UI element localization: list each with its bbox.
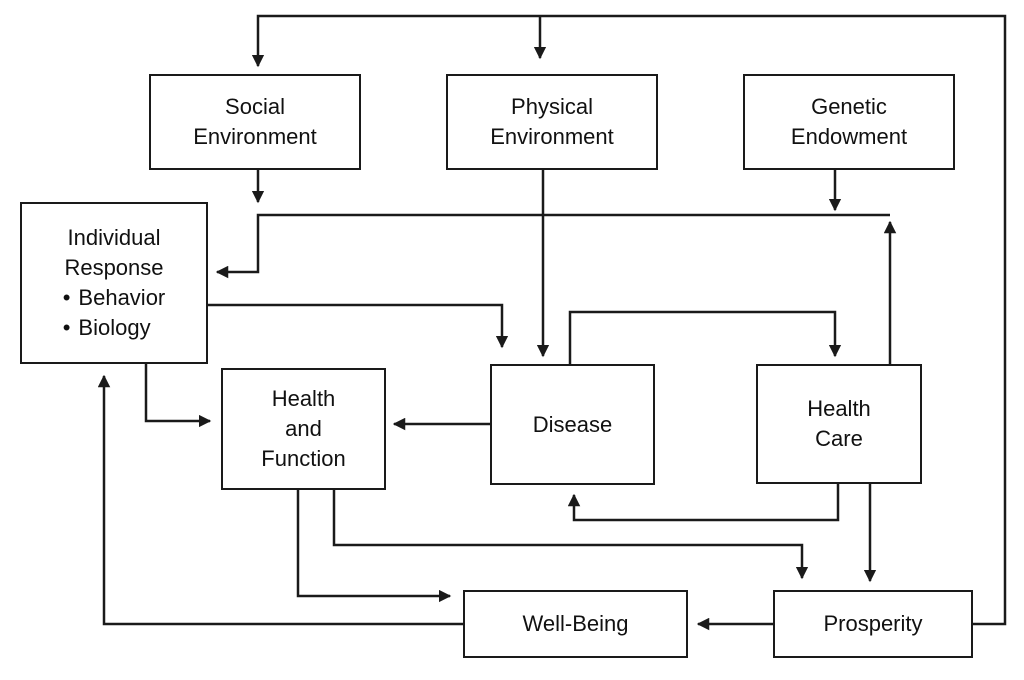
social-environment-box: Social Environment [149,74,361,170]
arrow-to-individual-response [215,213,890,279]
node-label-line: Response [64,255,164,280]
node-label-line: Environment [193,124,317,149]
arrow-health-function-to-prosperity [332,490,809,580]
node-label-line: Care [815,426,863,451]
well-being-box: Well-Being [463,590,688,658]
node-label-line: Function [261,446,346,471]
arrow-health-care-to-disease [567,484,840,522]
node-label-line: Disease [532,411,613,437]
disease-box: Disease [490,364,655,485]
node-label-line: Health [271,386,336,411]
node-label-line: Genetic [811,94,887,119]
node-label-line: Physical [511,94,593,119]
node-label-line: Individual [67,225,161,250]
genetic-endowment-box: Genetic Endowment [743,74,955,170]
node-label-line: and [285,416,322,441]
node-label-line: Well-Being [522,611,629,636]
arrow-disease-to-health-care [568,310,842,364]
bullet-behavior: Behavior [63,283,165,313]
arrow-individual-response-to-health-function [144,364,212,428]
arrow-well-being-to-individual-response [97,374,463,626]
individual-response-bullet-list: Behavior Biology [63,283,166,343]
arrow-health-function-to-well-being [296,490,452,603]
node-label-line: Prosperity [823,611,923,636]
physical-environment-box: Physical Environment [446,74,658,170]
bullet-biology: Biology [63,313,166,343]
node-label-line: Social [225,94,285,119]
individual-response-box: Individual Response Behavior Biology [20,202,208,364]
node-label-line: Health [807,396,871,421]
health-and-function-box: Health and Function [221,368,386,490]
arrow-prosperity-to-environment-loop [251,14,1007,626]
node-label-line: Environment [490,124,614,149]
arrow-individual-response-to-disease [208,303,509,349]
health-care-box: Health Care [756,364,922,484]
prosperity-box: Prosperity [773,590,973,658]
node-label-line: Endowment [790,124,908,149]
